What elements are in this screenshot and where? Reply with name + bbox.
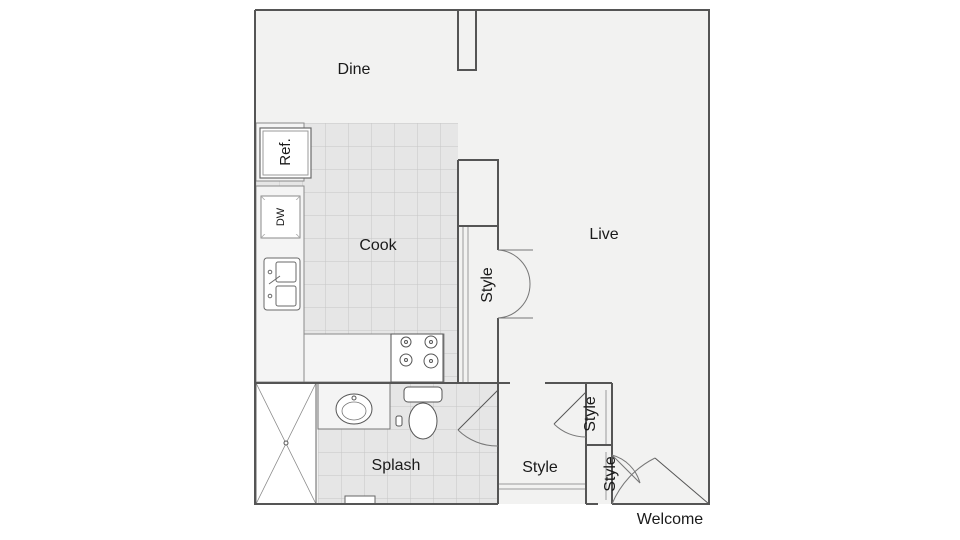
room-label-cook: Cook [359,237,397,254]
doors [457,249,710,505]
stove-icon [390,333,444,383]
room-label-style-closet-upper: Style [582,396,599,432]
dishwasher-label: DW [275,207,287,226]
shower-stall [255,382,317,505]
room-label-live: Live [589,226,618,243]
closet-shelves [462,226,607,500]
kitchen-tile-floor [256,123,458,383]
entry-label-welcome: Welcome [637,511,703,528]
dishwasher-fixture [260,195,301,239]
refrigerator-label: Ref. [277,138,294,166]
room-label-splash: Splash [372,457,421,474]
bath-vanity [317,382,391,430]
refrigerator-fixture [259,127,312,179]
room-label-dine: Dine [338,61,371,78]
room-label-style-closet-lower: Style [602,456,619,492]
room-label-style-pantry: Style [479,267,496,303]
toilet-icon [395,386,443,440]
room-label-style-hall: Style [522,459,558,476]
kitchen-sink-icon [263,257,301,311]
bath-vent [344,495,376,505]
walls [254,9,710,505]
